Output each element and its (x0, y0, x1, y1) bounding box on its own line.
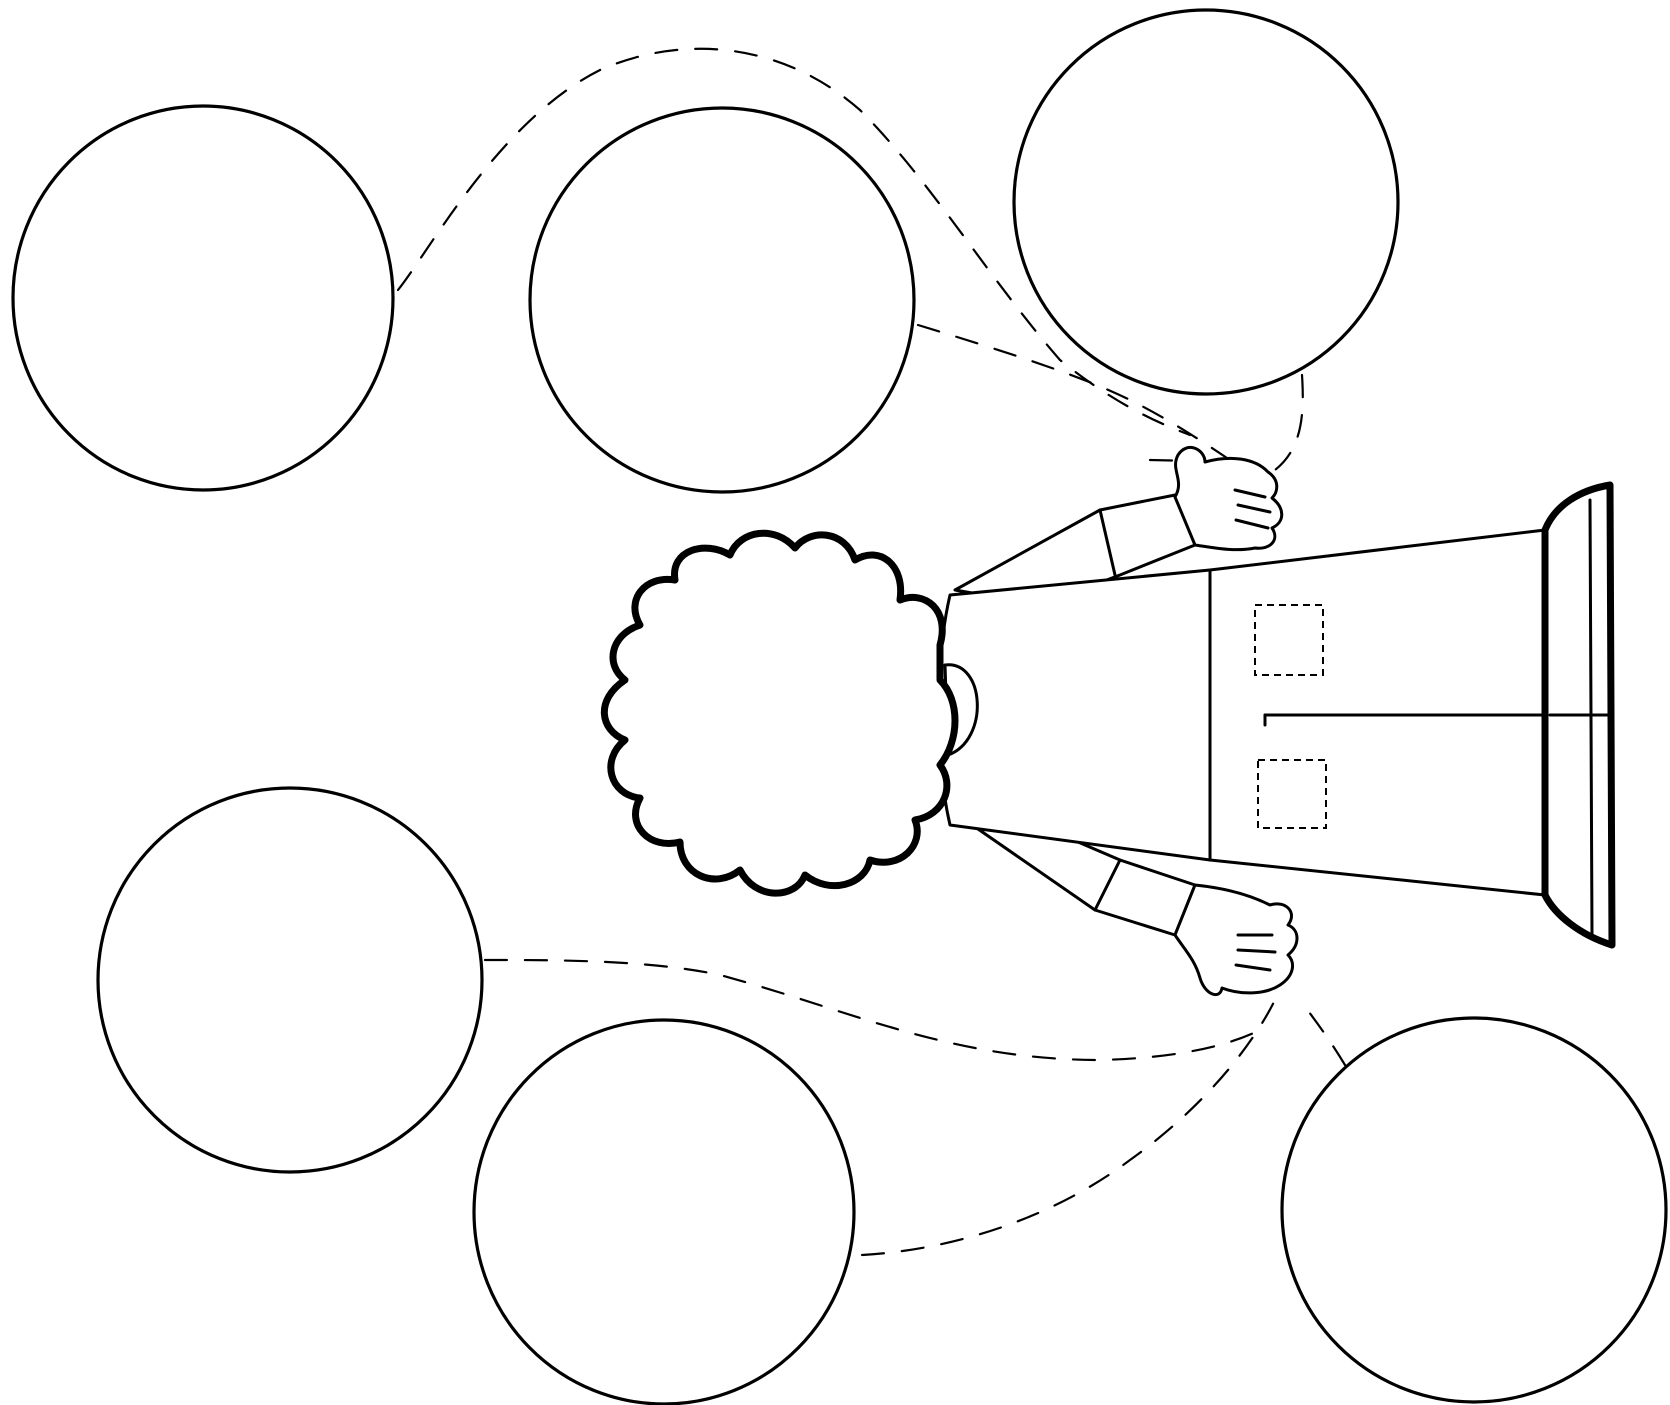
shorts (1210, 530, 1545, 895)
blank-circle-bottom-left[interactable] (98, 788, 482, 1172)
lower-hand (1175, 885, 1297, 995)
curly-hair-head (604, 533, 955, 893)
blank-circle-top-right[interactable] (1014, 10, 1398, 394)
connector-bottom-right-to-hand (1300, 1000, 1345, 1065)
connector-top-right-to-hand (1275, 375, 1303, 470)
shirt (939, 570, 1210, 860)
connector-bottom-middle-to-hand (862, 1000, 1275, 1255)
child-figure (604, 447, 1612, 994)
blank-circle-top-middle[interactable] (530, 108, 914, 492)
blank-circle-bottom-right[interactable] (1282, 1018, 1666, 1402)
upper-hand (1175, 447, 1282, 549)
blank-circle-bottom-middle[interactable] (474, 1020, 854, 1404)
blank-circle-top-left[interactable] (13, 106, 393, 490)
